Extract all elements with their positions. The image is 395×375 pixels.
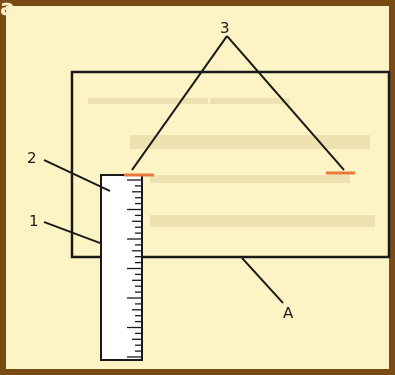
label-3: 3 [220,19,230,37]
faint-text-line [210,98,290,104]
faint-card-text [88,98,375,227]
faint-text-line [150,215,375,227]
label-2: 2 [27,149,37,167]
label-1: 1 [29,212,39,230]
faint-text-line [88,98,208,104]
faint-text-line [130,135,370,149]
leader-2 [43,159,111,192]
leader-a [241,257,284,304]
plate-a-outline [70,70,391,259]
leader-1 [43,221,101,244]
ruler [100,174,143,361]
figure-letter: a [0,0,15,21]
faint-text-line [150,175,350,183]
label-a: A [283,304,294,322]
leader-3-right [226,35,345,171]
figure-panel [6,6,389,369]
ruler-body [100,174,143,361]
ruler-ticks [127,179,142,358]
leader-3-left [131,35,228,171]
